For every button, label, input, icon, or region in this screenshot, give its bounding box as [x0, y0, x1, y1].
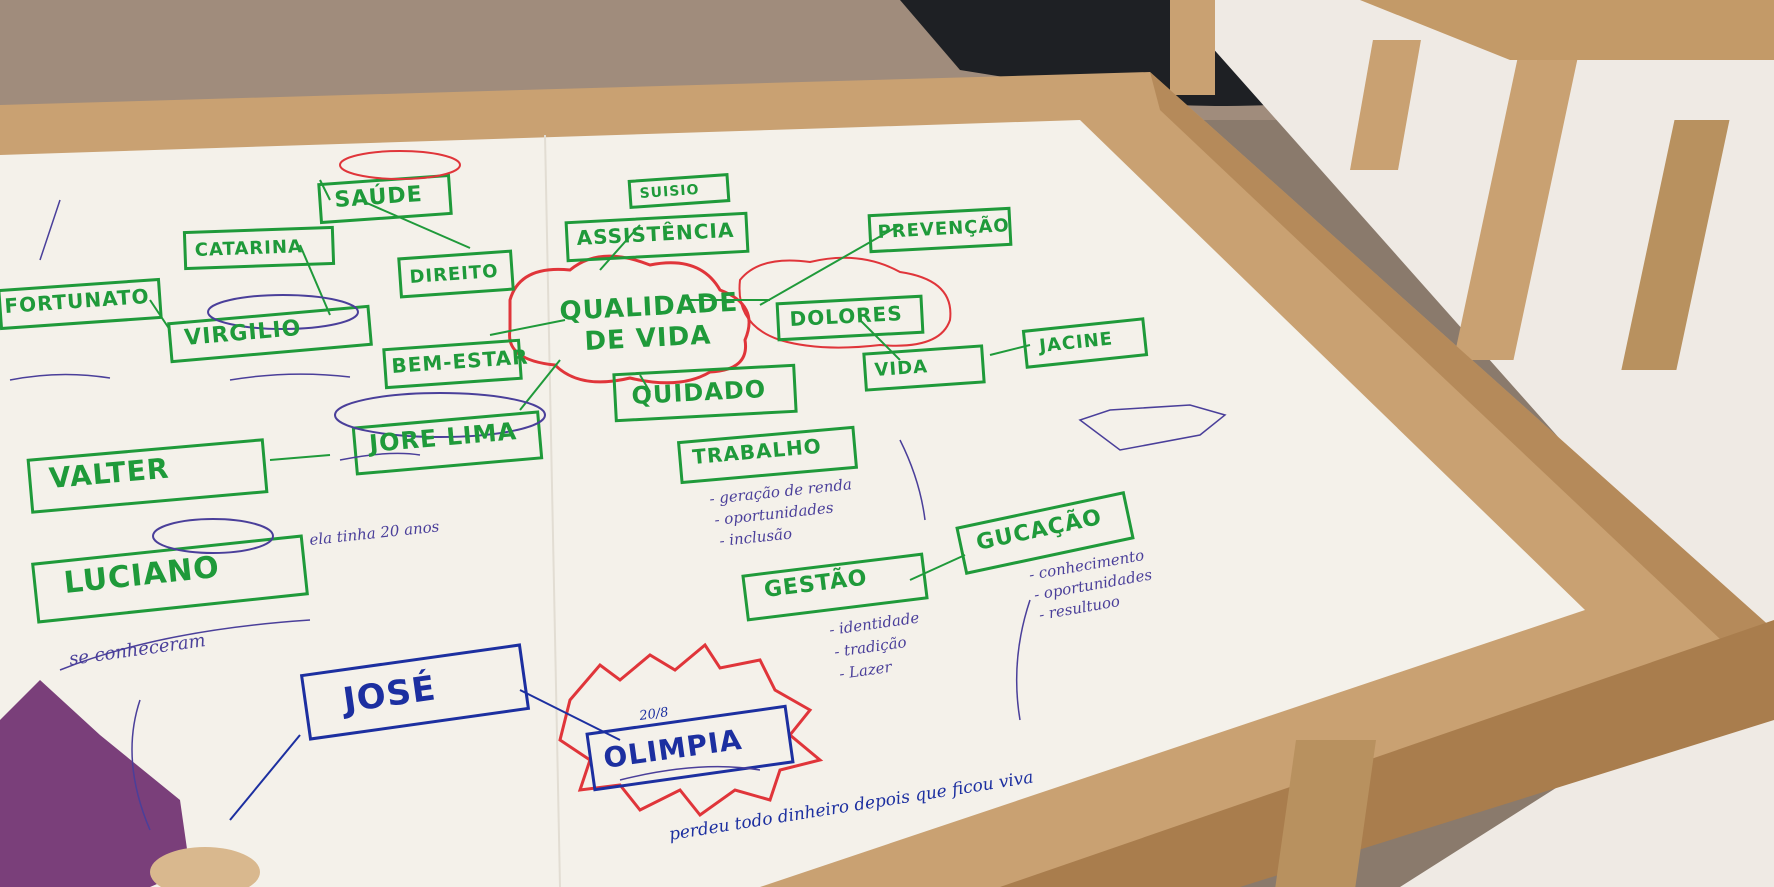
node-boxes — [0, 173, 1149, 624]
node-catarina: CATARINA — [194, 236, 303, 261]
purple-ellipses — [152, 150, 546, 554]
paper-sheet — [0, 120, 1585, 887]
table-front — [1000, 620, 1774, 887]
purple-object — [0, 680, 190, 887]
side-table-top — [1360, 0, 1774, 60]
node-vida: VIDA — [874, 356, 929, 381]
side-table-leg-3 — [1621, 120, 1730, 370]
side-table-leg-2 — [1453, 60, 1578, 360]
note-dates: 20/8 — [637, 705, 669, 724]
blue-boxes — [299, 643, 795, 792]
wooden-object — [150, 847, 260, 887]
wall — [1170, 0, 1774, 887]
scribbles — [9, 199, 1227, 831]
node-suisio: SUISIO — [639, 182, 700, 202]
table-leg — [1275, 740, 1376, 887]
center-label-line2: DE VIDA — [584, 320, 712, 357]
node-saude: SAÚDE — [334, 181, 424, 213]
table-edge — [1150, 72, 1774, 690]
chair-leg — [1170, 0, 1215, 95]
paper-fold — [544, 134, 561, 887]
node-dolores: DOLORES — [789, 301, 903, 331]
side-table-leg-1 — [1350, 40, 1421, 170]
